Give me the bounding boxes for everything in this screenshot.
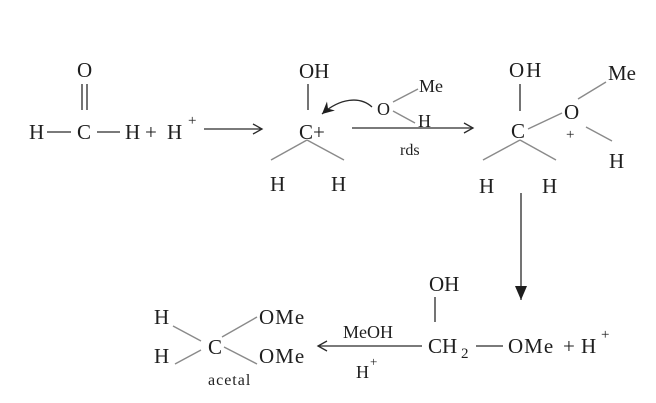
- single-bond: [223, 346, 258, 365]
- methyl-group: Me: [608, 61, 636, 85]
- atom-hydrogen: H: [270, 172, 285, 196]
- single-bond: [270, 139, 308, 161]
- formaldehyde: O H C H: [29, 58, 140, 144]
- reagent-methanol: MeOH: [343, 322, 393, 342]
- single-bond: [221, 316, 258, 338]
- single-bond: [174, 349, 202, 365]
- acetal: H H C OMe OMe acetal: [154, 305, 305, 389]
- proton: H: [167, 120, 182, 144]
- plus-sign: +: [563, 334, 575, 358]
- atom-hydrogen: H: [331, 172, 346, 196]
- atom-hydrogen: H: [154, 344, 169, 368]
- hydroxyl-group: OH: [509, 58, 543, 82]
- methyl-group: Me: [419, 76, 443, 96]
- atom-hydrogen: H: [29, 120, 44, 144]
- hemiacetal: OH CH 2 OMe + H +: [428, 272, 609, 362]
- single-bond: [519, 139, 557, 161]
- atom-hydrogen: H: [418, 111, 431, 131]
- single-bond: [585, 126, 613, 142]
- atom-oxygen: O: [77, 58, 92, 82]
- methanol: O Me H: [377, 76, 443, 131]
- rds-label: rds: [400, 142, 420, 159]
- methoxy-group: OMe: [259, 305, 305, 329]
- methoxy-group: OMe: [508, 334, 554, 358]
- subscript-2: 2: [461, 346, 469, 362]
- curly-arrow-nucleophilic-attack: [321, 99, 373, 115]
- single-bond: [527, 112, 563, 130]
- proton: H: [581, 334, 596, 358]
- proton-charge: +: [601, 327, 609, 343]
- atom-hydrogen: H: [154, 305, 169, 329]
- atom-hydrogen: H: [542, 174, 557, 198]
- hydroxyl-group: OH: [299, 59, 329, 83]
- plus-sign: +: [145, 120, 157, 144]
- oxonium-charge: +: [566, 127, 574, 143]
- single-bond: [306, 139, 345, 161]
- single-bond: [482, 139, 521, 161]
- atom-hydrogen: H: [125, 120, 140, 144]
- methoxy-group: OMe: [259, 344, 305, 368]
- carbocation: OH C+ H H: [270, 59, 346, 196]
- methylene-group: CH: [428, 334, 457, 358]
- reagent-proton: H: [356, 362, 369, 382]
- carbocation-center: C+: [299, 120, 325, 144]
- atom-carbon: C: [77, 120, 91, 144]
- atom-oxygen: O: [564, 100, 579, 124]
- hydroxyl-group: OH: [429, 272, 459, 296]
- single-bond: [392, 110, 416, 124]
- acetal-label: acetal: [208, 372, 251, 389]
- single-bond: [172, 325, 202, 342]
- single-bond: [577, 81, 607, 100]
- oxonium-intermediate: OH C O + Me H H H: [479, 58, 636, 198]
- atom-carbon: C: [208, 335, 222, 359]
- atom-oxygen: O: [377, 99, 390, 119]
- atom-carbon: C: [511, 119, 525, 143]
- atom-hydrogen: H: [479, 174, 494, 198]
- single-bond: [392, 88, 419, 103]
- atom-hydrogen: H: [609, 149, 624, 173]
- reagent-proton-charge: +: [370, 354, 377, 369]
- proton-charge: +: [188, 113, 196, 129]
